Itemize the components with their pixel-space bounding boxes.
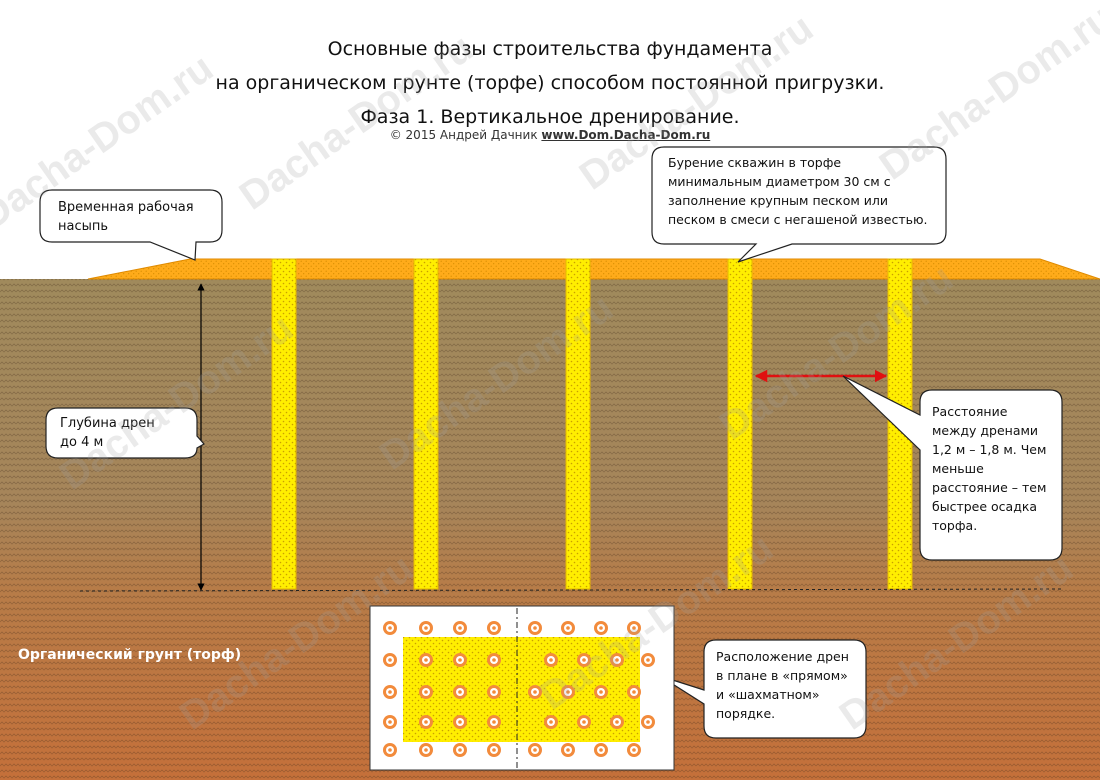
- callout-distance-bubble: [842, 375, 1063, 561]
- drain-ring: [487, 621, 501, 635]
- title-line-1: Основные фазы строительства фундамента: [327, 38, 773, 60]
- callout-distance-text: Расстояние между дренами 1,2 м – 1,8 м. …: [932, 402, 1046, 535]
- drain-depth-line: [79, 588, 1063, 592]
- drain-ring: [419, 715, 433, 729]
- callout-line: и «шахматном»: [716, 687, 820, 702]
- drain-ring: [594, 685, 608, 699]
- callout-layout-bubble: [659, 639, 867, 739]
- drain-ring: [627, 743, 641, 757]
- callout-line: Расстояние: [932, 404, 1008, 419]
- copyright-site-link[interactable]: www.Dom.Dacha-Dom.ru: [541, 128, 711, 142]
- drain-ring: [487, 715, 501, 729]
- drain-ring: [594, 743, 608, 757]
- callout-layout-text: Расположение дрен в плане в «прямом» и «…: [716, 647, 849, 723]
- callout-line: между дренами: [932, 423, 1039, 438]
- drain-4: [727, 258, 753, 590]
- drain-ring: [419, 621, 433, 635]
- drain-ring: [383, 743, 397, 757]
- drain-ring: [453, 715, 467, 729]
- callout-line: в плане в «прямом»: [716, 668, 848, 683]
- drain-ring: [383, 685, 397, 699]
- drain-ring: [453, 621, 467, 635]
- drain-ring: [561, 685, 575, 699]
- drain-ring: [487, 653, 501, 667]
- callout-line: Расположение дрен: [716, 649, 849, 664]
- drain-ring: [594, 621, 608, 635]
- drain-ring: [544, 715, 558, 729]
- drain-ring: [544, 653, 558, 667]
- drain-ring: [641, 653, 655, 667]
- callout-line: 1,2 м – 1,8 м. Чем: [932, 442, 1047, 457]
- drain-ring: [641, 715, 655, 729]
- plan-drain-points: [383, 621, 655, 757]
- vertical-drains: [271, 258, 913, 590]
- drain-ring: [383, 621, 397, 635]
- drain-ring: [419, 743, 433, 757]
- copyright-text: © 2015 Андрей Дачник: [389, 128, 542, 142]
- drain-ring: [419, 653, 433, 667]
- callout-line: заполнение крупным песком или: [668, 193, 889, 208]
- callout-drilling-text: Бурение скважин в торфе минимальным диам…: [668, 153, 927, 229]
- drain-ring: [577, 653, 591, 667]
- embankment-texture: [88, 259, 1100, 279]
- callout-depth-bubble: [45, 407, 205, 459]
- drain-ring: [627, 621, 641, 635]
- callout-line: расстояние – тем: [932, 480, 1047, 495]
- drain-3: [565, 258, 591, 590]
- plan-view-panel: [369, 605, 675, 771]
- drain-ring: [528, 621, 542, 635]
- drain-2: [413, 258, 439, 590]
- callout-line: порядке.: [716, 706, 776, 721]
- drain-ring: [453, 685, 467, 699]
- callout-line: насыпь: [58, 219, 109, 234]
- drain-ring: [627, 685, 641, 699]
- copyright: © 2015 Андрей Дачник www.Dom.Dacha-Dom.r…: [0, 128, 1100, 142]
- drain-ring: [528, 743, 542, 757]
- drain-ring: [561, 743, 575, 757]
- drain-ring: [383, 653, 397, 667]
- drain-ring: [383, 715, 397, 729]
- drain-ring: [528, 685, 542, 699]
- drain-ring: [577, 715, 591, 729]
- callout-line: до 4 м: [60, 435, 104, 450]
- title-line-3: Фаза 1. Вертикальное дренирование.: [360, 106, 740, 128]
- callout-line: быстрее осадка: [932, 499, 1038, 514]
- drain-ring: [419, 685, 433, 699]
- callout-embankment-bubble: [39, 189, 223, 261]
- callout-line: минимальным диаметром 30 см с: [668, 174, 891, 189]
- drain-ring: [610, 715, 624, 729]
- drain-ring: [487, 743, 501, 757]
- callout-depth-text: Глубина дрен до 4 м: [60, 414, 155, 452]
- callout-line: Бурение скважин в торфе: [668, 155, 842, 170]
- callout-drilling-bubble: [651, 146, 947, 263]
- drain-ring: [610, 653, 624, 667]
- callout-line: торфа.: [932, 518, 978, 533]
- callout-line: песком в смеси с негашеной известью.: [668, 212, 928, 227]
- drain-1: [271, 258, 297, 590]
- drain-ring: [453, 653, 467, 667]
- callout-embankment-text: Временная рабочая насыпь: [58, 198, 194, 236]
- callout-line: Временная рабочая: [58, 200, 194, 215]
- callout-line: Глубина дрен: [60, 416, 155, 431]
- drain-ring: [453, 743, 467, 757]
- drain-ring: [561, 621, 575, 635]
- drain-ring: [487, 685, 501, 699]
- title-line-2: на органическом грунте (торфе) способом …: [215, 72, 885, 94]
- soil-label: Органический грунт (торф): [18, 647, 242, 663]
- callout-line: меньше: [932, 461, 984, 476]
